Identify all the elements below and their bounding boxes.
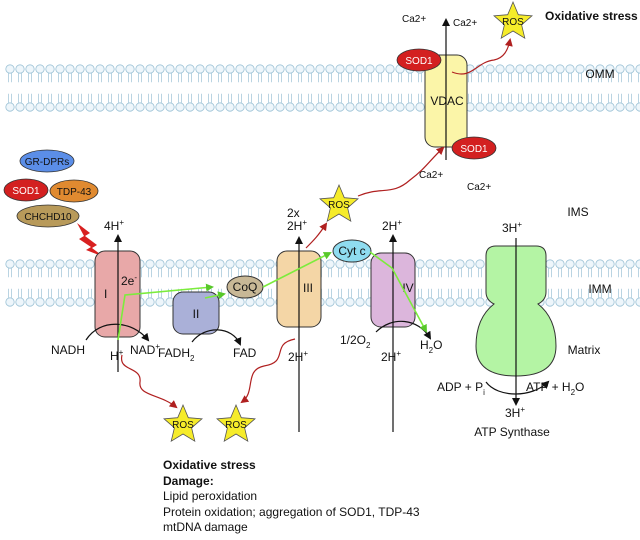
ros-label-top: ROS: [502, 17, 524, 28]
two-h-iv-top: 2H+: [382, 218, 402, 233]
gr-dprs-protein: GR-DPRs: [19, 149, 75, 173]
ros-arrow-ims: [305, 222, 328, 249]
three-h-bottom: 3H+: [505, 405, 525, 420]
outer-mitochondrial-membrane: [5, 64, 640, 112]
o2-arrow: [375, 320, 432, 340]
cyt-c: Cyt c: [332, 239, 372, 263]
damage-title: Oxidative stress: [163, 458, 256, 472]
three-h-top: 3H+: [502, 220, 522, 235]
nad-label: NAD+: [130, 342, 160, 357]
ros-label-right: ROS: [225, 420, 247, 431]
svg-text:TDP-43: TDP-43: [57, 187, 92, 198]
chchd10-protein: CHCHD10: [16, 204, 80, 228]
damage-item: Lipid peroxidation: [163, 489, 258, 503]
ca-top-left: Ca2+: [402, 14, 426, 25]
two-h-iv-bottom: 2H+: [381, 349, 401, 364]
fadh2-label: FADH2: [158, 346, 195, 363]
coq: CoQ: [226, 275, 264, 299]
imm-label: IMM: [588, 282, 611, 296]
matrix-label: Matrix: [568, 343, 601, 357]
two-e-label: 2e-: [121, 273, 137, 288]
complex-ii: II: [172, 291, 220, 335]
damage-subtitle: Damage:: [163, 473, 214, 488]
complex-i-label: I: [104, 287, 107, 301]
svg-text:SOD1: SOD1: [405, 56, 433, 67]
adp-label: ADP + Pi: [437, 380, 485, 397]
vdac-label: VDAC: [430, 94, 464, 108]
complex-iv: IV: [370, 234, 416, 432]
ros-arrow-cytosol: [451, 38, 513, 75]
svg-text:SOD1: SOD1: [460, 144, 488, 155]
ros-arrow-vdac: [357, 146, 445, 197]
damage-item: Protein oxidation; aggregation of SOD1, …: [163, 504, 420, 519]
h2o-label: H2O: [420, 338, 442, 355]
ros-star-matrix-right: [216, 403, 256, 443]
two-x-label: 2x: [287, 206, 300, 220]
electron-path-ii: [204, 291, 226, 300]
complex-i: I: [94, 234, 141, 372]
ros-star-top: [493, 0, 533, 40]
sod1-omm-bottom: SOD1: [451, 136, 497, 160]
h-plus-label: H+: [110, 348, 124, 363]
fadh2-arrow: [191, 329, 242, 346]
ros-star-ims: [319, 183, 359, 223]
complex-ii-label: II: [193, 307, 200, 321]
complex-iii-label: III: [303, 281, 313, 295]
atp-synthase-label: ATP Synthase: [474, 425, 550, 439]
omm-label: OMM: [585, 67, 614, 81]
sod1-protein: SOD1: [3, 178, 49, 202]
vdac-channel: VDAC: [424, 18, 468, 160]
damage-item: mtDNA damage: [163, 520, 248, 534]
svg-text:CHCHD10: CHCHD10: [24, 212, 72, 223]
ros-star-matrix-left: [163, 403, 203, 443]
electron-path-i: [117, 283, 214, 341]
nadh-arrow: [85, 323, 150, 342]
ros-label-left: ROS: [172, 420, 194, 431]
atp-synthase: [475, 238, 557, 406]
electron-path-iii: [262, 252, 332, 288]
ros-label-ims: ROS: [328, 200, 350, 211]
half-o2-label: 1/2O2: [340, 333, 371, 350]
coq-label: CoQ: [233, 280, 258, 294]
electron-path-iv: [369, 251, 427, 333]
ca-bottom-right: Ca2+: [467, 182, 491, 193]
lightning-bolt-icon: [77, 223, 104, 257]
oxidative-stress-top: Oxidative stress: [545, 9, 638, 23]
sod1-omm-top: SOD1: [396, 48, 442, 72]
damage-panel: Oxidative stress Damage: Lipid peroxidat…: [163, 458, 583, 536]
four-h-label: 4H+: [104, 218, 124, 233]
ims-label: IMS: [567, 205, 588, 219]
tdp43-protein: TDP-43: [49, 179, 99, 203]
svg-text:GR-DPRs: GR-DPRs: [25, 157, 69, 168]
atp-arrow: [485, 380, 550, 395]
ca-top-right: Ca2+: [453, 18, 477, 29]
cyt-c-label: Cyt c: [338, 244, 365, 258]
svg-text:SOD1: SOD1: [12, 186, 40, 197]
two-h-iii-bottom: 2H+: [288, 349, 308, 364]
ros-arrow-complex-iii: [240, 338, 296, 404]
fad-label: FAD: [233, 346, 257, 360]
complex-iii: III: [276, 236, 322, 432]
nadh-label: NADH: [51, 343, 85, 357]
ros-arrow-complex-i: [121, 354, 178, 409]
complex-iv-label: IV: [402, 281, 413, 295]
two-h-iii-top: 2H+: [287, 218, 307, 233]
atp-label: ATP + H2O: [526, 380, 584, 397]
ca-bottom-left: Ca2+: [419, 170, 443, 181]
